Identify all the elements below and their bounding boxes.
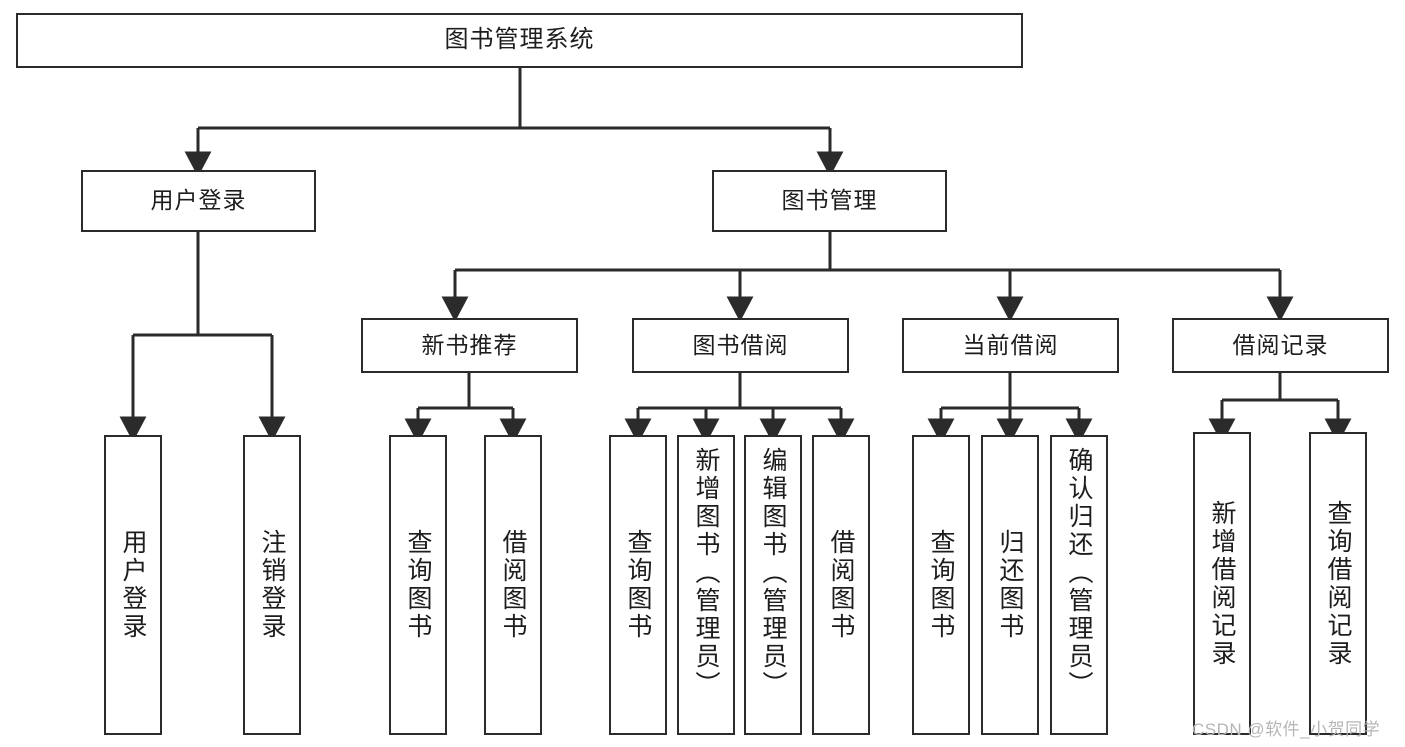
leaf-borrow-book-recommend[interactable]: 借阅图书: [484, 435, 542, 735]
node-label: 借阅图书: [499, 529, 527, 641]
node-new-book-recommend[interactable]: 新书推荐: [361, 318, 578, 373]
node-book-management[interactable]: 图书管理: [712, 170, 947, 232]
csdn-watermark: CSDN @软件_小贺同学: [1192, 720, 1381, 739]
node-label: 图书管理系统: [444, 26, 595, 54]
node-label: 确认归还（管理员）: [1065, 447, 1093, 699]
node-label: 图书借阅: [692, 331, 789, 358]
node-borrow-record[interactable]: 借阅记录: [1172, 318, 1389, 373]
node-label: 注销登录: [258, 529, 286, 641]
node-label: 新增图书（管理员）: [692, 447, 720, 699]
node-label: 借阅图书: [827, 529, 855, 641]
leaf-logout-login[interactable]: 注销登录: [243, 435, 301, 735]
leaf-return-book[interactable]: 归还图书: [981, 435, 1039, 735]
node-user-login[interactable]: 用户登录: [81, 170, 316, 232]
leaf-edit-book-admin[interactable]: 编辑图书（管理员）: [744, 435, 802, 735]
node-label: 查询图书: [927, 529, 955, 641]
node-current-borrow[interactable]: 当前借阅: [902, 318, 1119, 373]
node-root-book-management-system[interactable]: 图书管理系统: [16, 13, 1023, 68]
node-label: 用户登录: [119, 529, 147, 641]
node-label: 借阅记录: [1232, 331, 1329, 358]
leaf-query-book-borrow[interactable]: 查询图书: [609, 435, 667, 735]
leaf-query-borrow-record[interactable]: 查询借阅记录: [1309, 432, 1367, 735]
leaf-user-login[interactable]: 用户登录: [104, 435, 162, 735]
leaf-query-book-recommend[interactable]: 查询图书: [389, 435, 447, 735]
node-label: 编辑图书（管理员）: [759, 447, 787, 699]
node-label: 新增借阅记录: [1208, 499, 1236, 668]
node-label: 查询借阅记录: [1324, 499, 1352, 668]
node-label: 查询图书: [404, 529, 432, 641]
leaf-confirm-return-admin[interactable]: 确认归还（管理员）: [1050, 435, 1108, 735]
node-label: 新书推荐: [421, 331, 518, 358]
node-label: 当前借阅: [962, 331, 1059, 358]
leaf-borrow-book-borrow[interactable]: 借阅图书: [812, 435, 870, 735]
node-label: 用户登录: [150, 187, 247, 214]
node-label: 图书管理: [781, 187, 878, 214]
node-book-borrow[interactable]: 图书借阅: [632, 318, 849, 373]
node-label: 归还图书: [996, 529, 1024, 641]
leaf-add-book-admin[interactable]: 新增图书（管理员）: [677, 435, 735, 735]
leaf-add-borrow-record[interactable]: 新增借阅记录: [1193, 432, 1251, 735]
node-label: 查询图书: [624, 529, 652, 641]
leaf-query-book-current[interactable]: 查询图书: [912, 435, 970, 735]
